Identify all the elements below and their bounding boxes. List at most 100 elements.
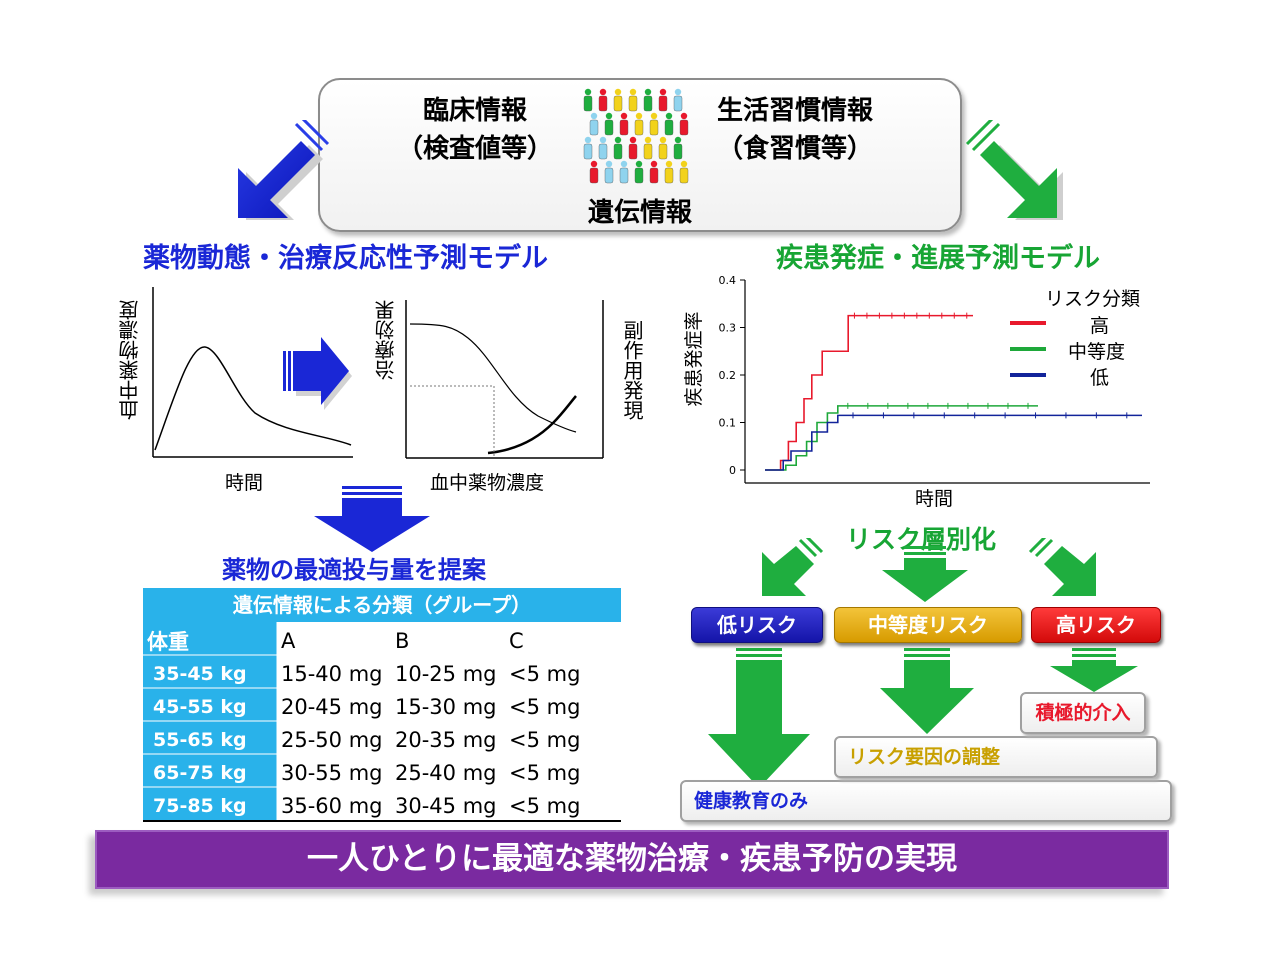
- person-head: [635, 112, 643, 120]
- person-body: [649, 167, 659, 184]
- group-a-header: A: [281, 628, 296, 653]
- input-data-box: [318, 78, 962, 232]
- dose-table: 体重 A B C 35-45 kg 15-40 mg 10-25 mg <5 m…: [143, 624, 621, 822]
- population-icon: [583, 88, 689, 184]
- outcome-intervention: 積極的介入: [1020, 692, 1146, 734]
- person-head: [659, 88, 667, 96]
- dose-cell-a: 15-40 mg: [281, 661, 383, 686]
- weight-header: 体重: [147, 629, 189, 654]
- clinical-info: 臨床情報 （検査値等）: [385, 92, 565, 168]
- person-body: [619, 119, 629, 136]
- arrow-to-education-icon: [708, 648, 810, 788]
- legend-item-high: 高: [1010, 310, 1130, 337]
- chart-legend: 高 中等度 低: [1010, 310, 1130, 389]
- person-head: [644, 88, 652, 96]
- person-head: [665, 112, 673, 120]
- person-body: [589, 119, 599, 136]
- dose-cell-b: 15-30 mg: [395, 694, 497, 719]
- person-body: [649, 119, 659, 136]
- legend-swatch-low: [1010, 373, 1046, 377]
- arrow-down-right-green-icon: [965, 120, 1063, 220]
- table-row: 75-85 kg 35-60 mg 30-45 mg <5 mg: [143, 789, 621, 822]
- arrow-to-mid-risk-icon: [882, 546, 968, 602]
- person-head: [620, 112, 628, 120]
- person-body: [679, 119, 689, 136]
- person-body: [613, 143, 623, 160]
- person-head: [605, 160, 613, 168]
- legend-title: リスク分類: [1045, 288, 1141, 310]
- dose-cell-a: 25-50 mg: [281, 727, 383, 752]
- chart-y-label: 疾患発症率: [683, 311, 705, 406]
- person-head: [605, 112, 613, 120]
- person-head: [659, 136, 667, 144]
- high-risk-button: 高リスク: [1031, 607, 1161, 643]
- person-body: [604, 119, 614, 136]
- pd-y-label-right: 副作用発現: [620, 320, 644, 420]
- y-tick-label: 0.2: [719, 369, 737, 382]
- legend-item-low: 低: [1010, 362, 1130, 389]
- weight-cell: 75-85 kg: [153, 794, 247, 817]
- legend-label-low: 低: [1090, 367, 1110, 389]
- person-head: [584, 136, 592, 144]
- person-body: [619, 167, 629, 184]
- table-row: 45-55 kg 20-45 mg 15-30 mg <5 mg: [143, 690, 621, 723]
- dose-cell-a: 35-60 mg: [281, 793, 383, 818]
- lifestyle-info-subtitle: （食習慣等）: [716, 134, 873, 164]
- person-body: [664, 167, 674, 184]
- legend-swatch-mid: [1010, 347, 1046, 351]
- series-line-0: [765, 314, 973, 471]
- person-body: [589, 167, 599, 184]
- weight-cell: 55-65 kg: [153, 728, 247, 751]
- person-body: [634, 119, 644, 136]
- arrow-down-blue-icon: [314, 486, 430, 552]
- weight-cell: 65-75 kg: [153, 761, 247, 784]
- weight-cell: 45-55 kg: [153, 695, 247, 718]
- person-body: [628, 143, 638, 160]
- person-body: [604, 167, 614, 184]
- legend-item-mid: 中等度: [1010, 336, 1130, 363]
- person-head: [635, 160, 643, 168]
- dose-cell-b: 30-45 mg: [395, 793, 497, 818]
- dose-cell-b: 25-40 mg: [395, 760, 497, 785]
- pk-y-label: 血中薬物濃度: [118, 300, 142, 420]
- table-row: 55-65 kg 25-50 mg 20-35 mg <5 mg: [143, 723, 621, 756]
- person-head: [650, 160, 658, 168]
- table-row: 35-45 kg 15-40 mg 10-25 mg <5 mg: [143, 657, 621, 690]
- person-head: [599, 136, 607, 144]
- dose-proposal-heading: 薬物の最適投与量を提案: [222, 556, 486, 584]
- person-head: [680, 112, 688, 120]
- person-head: [584, 88, 592, 96]
- goal-banner: 一人ひとりに最適な薬物治療・疾患予防の実現: [95, 830, 1169, 889]
- chart-x-label: 時間: [915, 488, 954, 510]
- person-head: [590, 160, 598, 168]
- person-body: [613, 95, 623, 112]
- person-body: [598, 95, 608, 112]
- person-head: [614, 88, 622, 96]
- mid-risk-button: 中等度リスク: [834, 607, 1022, 643]
- lifestyle-info-title: 生活習慣情報: [716, 96, 873, 126]
- y-tick-label: 0.3: [719, 322, 737, 335]
- person-head: [680, 160, 688, 168]
- genetic-info-label: 遺伝情報: [587, 198, 692, 228]
- dose-cell-b: 20-35 mg: [395, 727, 497, 752]
- risk-stratification-heading: リスク層別化: [846, 525, 997, 554]
- person-body: [634, 167, 644, 184]
- pd-curve-chart: [405, 300, 604, 459]
- person-head: [650, 112, 658, 120]
- person-head: [590, 112, 598, 120]
- clinical-info-title: 臨床情報: [422, 96, 527, 126]
- pk-curve: [154, 346, 352, 451]
- dose-cell-c: <5 mg: [509, 793, 581, 818]
- arrow-down-left-blue-icon: [238, 120, 330, 220]
- clinical-info-subtitle: （検査値等）: [396, 134, 553, 164]
- legend-label-high: 高: [1090, 315, 1110, 337]
- person-body: [583, 95, 593, 112]
- person-body: [643, 95, 653, 112]
- adverse-effect-curve: [487, 395, 577, 455]
- pd-x-label: 血中薬物濃度: [430, 472, 545, 494]
- person-head: [644, 136, 652, 144]
- person-body: [598, 143, 608, 160]
- arrow-to-adjustment-icon: [880, 648, 974, 734]
- person-head: [620, 160, 628, 168]
- arrow-to-intervention-icon: [1050, 648, 1138, 692]
